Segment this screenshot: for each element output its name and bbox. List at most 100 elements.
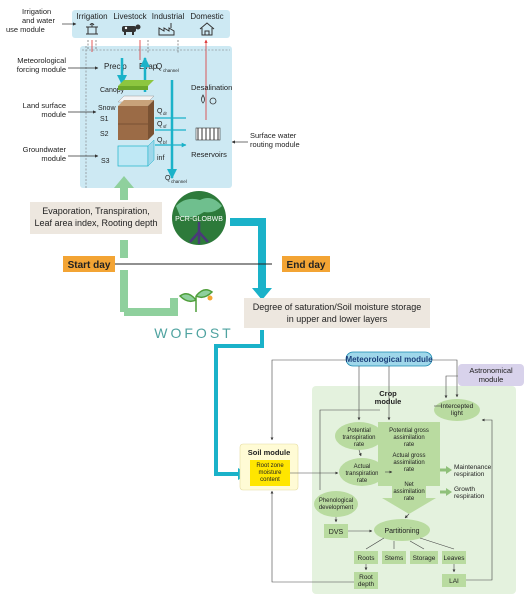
stems-label: Stems: [385, 555, 404, 562]
actual-transpiration-node: [339, 458, 385, 486]
evaporation-variables-text: Evaporation, Transpiration,Leaf area ind…: [34, 206, 157, 228]
q-out-label: Q: [165, 175, 171, 182]
canopy-label: Canopy: [100, 87, 125, 94]
partitioning-to-organs: [365, 537, 455, 550]
q-channel-label: Q: [156, 62, 162, 71]
dvs-box: [324, 524, 348, 538]
canopy-layer-side: [118, 86, 148, 90]
pcr-globwb-logo: PCR-GLOBWB: [172, 191, 226, 245]
desalination-icon: [201, 94, 217, 105]
inf-label: inf: [157, 155, 164, 162]
tree-roots: [189, 222, 209, 244]
green-arrow-bend: [124, 298, 178, 316]
wofost-label: WOFOST: [154, 325, 233, 341]
factory-icon: [158, 23, 175, 36]
lai-to-light: [466, 418, 493, 581]
leaves-label: Leaves: [444, 555, 466, 562]
soil-moisture-box: [244, 298, 430, 328]
partitioning-label: Partitioning: [384, 528, 419, 535]
reservoirs-label: Reservoirs: [191, 150, 227, 159]
phenology-feedback: [319, 409, 380, 490]
canopy-layer: [118, 80, 154, 86]
s1-label: S1: [100, 116, 109, 123]
lai-box: [442, 574, 466, 587]
maintenance-arrow-head: [446, 466, 452, 474]
cyan-arrow-head: [252, 288, 272, 300]
soil-module-label: Soil module: [248, 448, 291, 457]
end-day-badge: [282, 256, 330, 272]
end-day-label: End day: [287, 260, 326, 271]
globe-land: [176, 198, 222, 218]
stems-box: [382, 551, 406, 564]
met-to-soil-line: [270, 359, 346, 441]
root-zone-box: [250, 460, 290, 486]
storage-box: [410, 551, 438, 564]
irrigation-icon: [86, 23, 98, 35]
lai-label: LAI: [449, 578, 459, 585]
roots-label: Roots: [358, 555, 376, 562]
intercepted-light-node: [434, 399, 480, 421]
assimilation-funnel: [378, 422, 440, 514]
desalination-label: Desalination: [191, 83, 232, 92]
q-dr-sub: dr: [163, 111, 168, 116]
snow-label: Snow: [98, 105, 116, 112]
sprout-icon: [178, 289, 214, 312]
leaves-box: [442, 551, 466, 564]
q-dr-label: Q: [157, 108, 163, 115]
moisture-to-soil-arrow: [214, 330, 264, 476]
q-bf-sub: bf: [163, 140, 168, 145]
soil-side: [148, 100, 154, 140]
dvs-label: DVS: [329, 529, 344, 536]
green-arrow-head: [114, 176, 134, 188]
sector-livestock: Livestock: [113, 12, 147, 21]
cow-icon: [122, 24, 141, 35]
soil-top: [118, 100, 154, 106]
sector-irrigation: Irrigation: [76, 12, 107, 21]
meteorological-module-label: Meteorological module: [345, 355, 433, 364]
start-day-label: Start day: [68, 260, 111, 271]
sector-domestic: Domestic: [190, 12, 223, 21]
wofost-logo: WOFOST: [154, 289, 233, 341]
runoff-arrows: [155, 117, 186, 145]
q-out-sub: channel: [171, 179, 187, 184]
potential-to-actual-transp: [358, 449, 362, 457]
partitioning-node: [374, 519, 430, 541]
astro-to-light: [444, 375, 458, 399]
pcr-globwb-label: PCR-GLOBWB: [175, 216, 223, 223]
groundwater-layer: [117, 145, 149, 167]
root-depth-box: [354, 572, 378, 589]
evaporation-variables-box: [30, 202, 162, 234]
q-bf-label: Q: [157, 137, 163, 144]
phenological-development-node: [314, 491, 358, 517]
q-sf-sub: sf: [163, 124, 167, 129]
precip-label: Precip: [104, 62, 127, 71]
soil-layers: [118, 106, 148, 140]
growth-arrow-head: [446, 488, 452, 496]
evap-label: Evap: [139, 62, 158, 71]
depth-to-soil: [270, 490, 354, 583]
reservoir-dam-icon: [195, 127, 221, 141]
s3-label: S3: [101, 158, 110, 165]
soil-moisture-text: Degree of saturation/Soil moisture stora…: [253, 302, 422, 324]
sprout-flower: [207, 295, 213, 301]
q-channel-sub: channel: [163, 68, 179, 73]
pcr-globwb-panel: Irrigation Livestock Industrial Domestic: [6, 7, 300, 188]
roots-box: [354, 551, 378, 564]
water-use-sector-bar: [72, 10, 230, 38]
net-to-partitioning: [404, 513, 410, 519]
